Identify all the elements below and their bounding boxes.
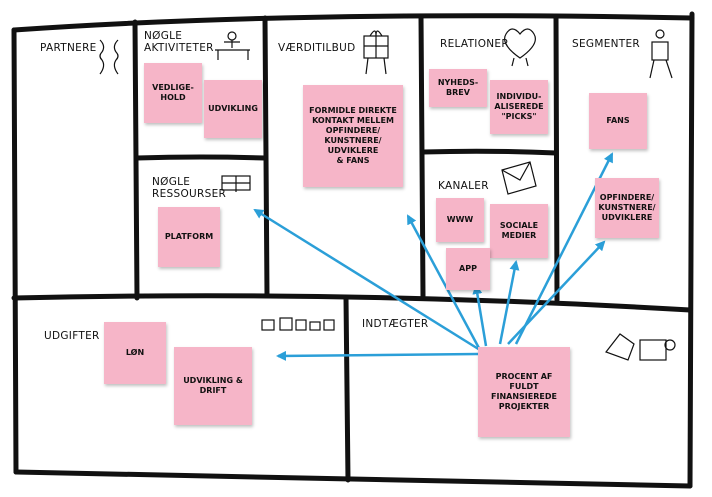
arrow-to-app [472,284,488,347]
note-procent: PROCENT AF FULDT FINANSIEREDE PROJEKTER [478,347,570,437]
note-udvikling-drift: UDVIKLING & DRIFT [174,347,252,425]
gift-box-icon [363,30,389,75]
note-vaerditilbud: FORMIDLE DIREKTE KONTAKT MELLEM OPFINDER… [303,85,403,187]
segmenter-label: SEGMENTER [572,38,641,50]
note-vedligehold: VEDLIGE- HOLD [144,63,202,123]
note-opfindere: OPFINDERE/ KUNSTNERE/ UDVIKLERE [595,178,659,238]
note-nyhedsbrev: NYHEDS- BREV [429,69,487,107]
arrow-to-platform [253,208,481,352]
arrow-to-udgifter [276,350,479,361]
arrow-to-vaerdi [406,214,482,351]
relationer-label: RELATIONER [440,38,509,50]
kanaler-label: KANALER [438,180,489,192]
person-icon [649,29,673,79]
vaerditilbud-label: VÆRDITILBUD [278,42,356,54]
note-sociale-medier: SOCIALE MEDIER [490,204,548,258]
plant-icon [221,175,251,192]
note-platform: PLATFORM [158,207,220,267]
udgifter-label: UDGIFTER [44,330,100,342]
note-www: WWW [436,198,484,242]
noegle-aktiviteter-label: NØGLE AKTIVITETER [144,30,214,54]
tightrope-icon [215,31,250,60]
heart-figure-icon [504,28,536,67]
noegle-ressourcer-label: NØGLE RESSOURSER [152,176,227,200]
note-udvikling: UDVIKLING [204,80,262,138]
arrow-to-sociale [498,260,520,345]
note-app: APP [446,248,490,290]
note-fans: FANS [589,93,647,149]
envelope-icon [501,161,537,195]
note-picks: INDIVIDU- ALISEREDE "PICKS" [490,80,548,134]
board-grid-lines [11,11,695,489]
coins-icon [261,317,335,331]
partnere-faces-icon [99,39,119,75]
partnere-label: PARTNERE [40,42,97,54]
note-loen: LØN [104,322,166,384]
cash-register-icon [605,333,676,361]
indtaegter-label: INDTÆGTER [362,318,429,330]
